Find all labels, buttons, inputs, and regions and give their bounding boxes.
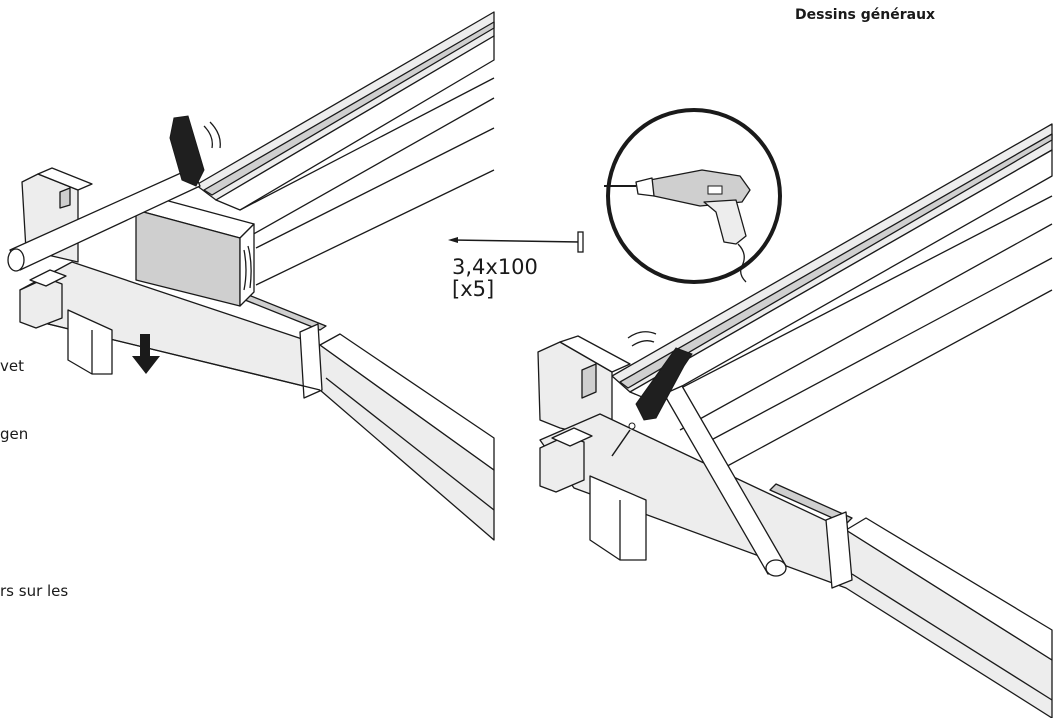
- nail-quantity: [x5]: [452, 277, 495, 301]
- down-arrow-icon: [132, 334, 160, 374]
- right-front-bracket: [539, 427, 593, 493]
- page-title: Dessins généraux: [795, 7, 936, 23]
- left-support-leg: [67, 309, 113, 375]
- cut-text-line-3: rs sur les: [0, 582, 69, 600]
- cut-text-line-1: vet: [0, 357, 24, 375]
- right-back-block: [537, 335, 631, 441]
- left-top-rail: [195, 11, 495, 286]
- left-front-beam: [19, 261, 495, 541]
- nail-icon: [448, 231, 584, 253]
- hammer-icon: [627, 331, 787, 577]
- right-front-beam: [539, 413, 1053, 718]
- hammer-icon: [7, 115, 221, 272]
- drill-icon: [604, 108, 782, 284]
- cut-text-line-2: gen: [0, 425, 29, 443]
- inserted-nail-icon: [611, 422, 636, 457]
- right-top-rail: [611, 123, 1053, 471]
- right-assembly-panel: [537, 123, 1053, 718]
- nail-size: 3,4x100: [452, 255, 538, 279]
- wood-block: [135, 195, 255, 307]
- left-assembly-panel: [7, 11, 495, 541]
- right-support-leg: [589, 475, 647, 561]
- nail-spec: 3,4x100 [x5]: [452, 256, 538, 300]
- left-front-bracket: [19, 269, 67, 329]
